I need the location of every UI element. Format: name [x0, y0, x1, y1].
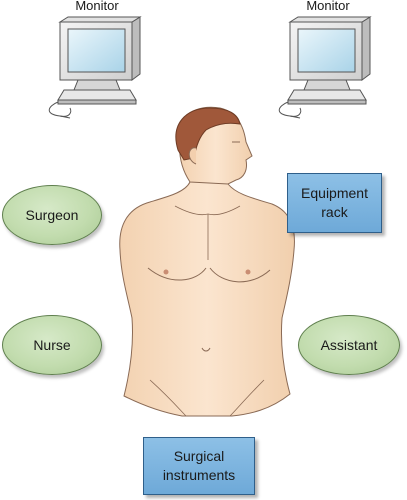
patient-head	[175, 106, 253, 185]
equipment-rack-line2: rack	[321, 204, 348, 220]
patient-figure	[119, 169, 295, 417]
monitor-label-left: Monitor	[75, 0, 119, 13]
surgical-instruments-line1: Surgical	[173, 448, 225, 464]
monitor-left-icon	[48, 16, 142, 119]
nurse-oval: Nurse	[2, 315, 102, 375]
surgical-instruments-box: Surgical instruments	[143, 437, 255, 495]
monitor-right-icon	[278, 16, 372, 119]
surgical-instruments-line2: instruments	[162, 467, 236, 483]
monitor-label-right: Monitor	[306, 0, 350, 13]
equipment-rack-box: Equipment rack	[287, 173, 382, 233]
surgeon-oval: Surgeon	[2, 185, 102, 245]
equipment-rack-line1: Equipment	[301, 185, 368, 201]
assistant-label: Assistant	[320, 337, 378, 353]
assistant-oval: Assistant	[298, 315, 400, 375]
nurse-label: Nurse	[33, 337, 71, 353]
surgeon-label: Surgeon	[25, 207, 79, 223]
